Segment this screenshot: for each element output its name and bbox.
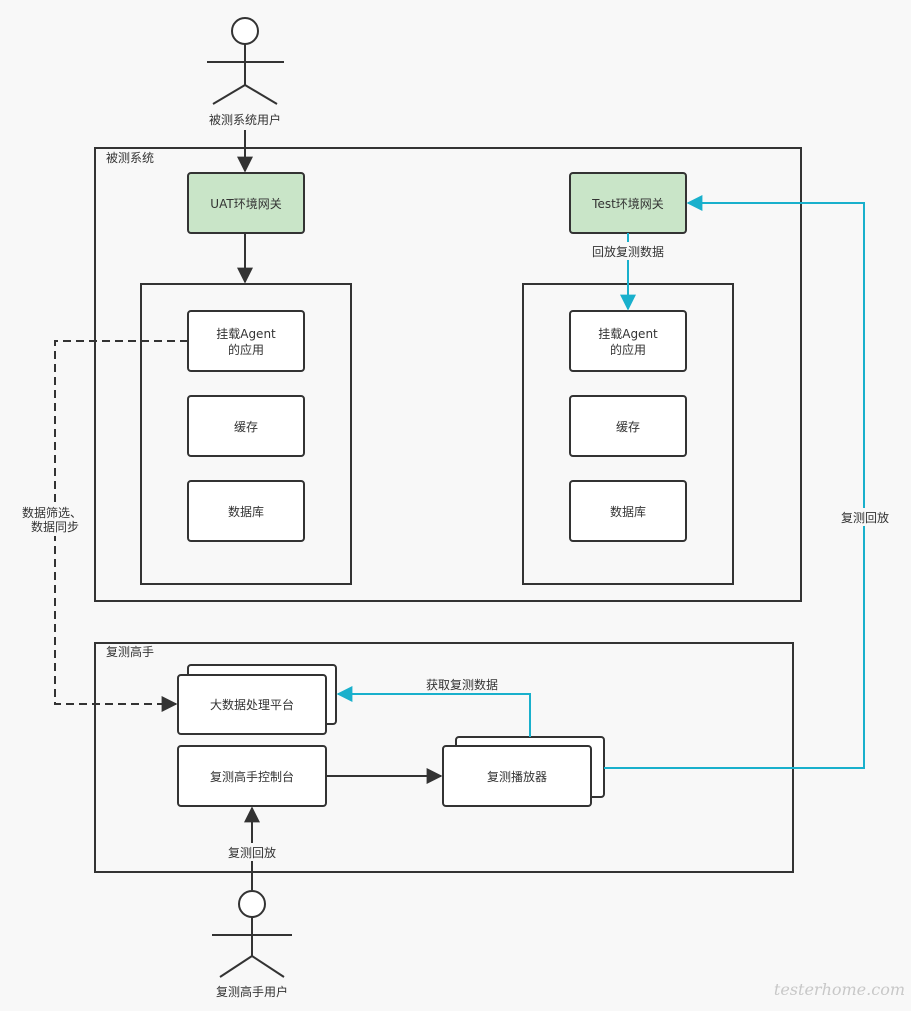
top-user-label: 被测系统用户	[209, 112, 281, 127]
right-cache-box[interactable]	[569, 395, 687, 457]
console-label: 复测高手控制台	[210, 769, 294, 784]
right-db-box[interactable]	[569, 480, 687, 542]
bigdata-label: 大数据处理平台	[210, 697, 294, 712]
right-agent-app-label-1: 挂载Agent	[598, 327, 658, 341]
left-db-label: 数据库	[228, 504, 264, 519]
bottom-user-label: 复测高手用户	[216, 984, 288, 999]
right-db-label: 数据库	[610, 504, 646, 519]
left-agent-app-box[interactable]	[187, 310, 305, 372]
playback-data-label: 回放复测数据	[592, 244, 664, 259]
uat-gateway-label: UAT环境网关	[210, 196, 281, 211]
playback-label-bg	[582, 242, 676, 260]
left-app-group	[140, 283, 352, 585]
system-container-title: 被测系统	[106, 151, 154, 165]
left-agent-app-label-1: 挂载Agent	[216, 327, 276, 341]
right-agent-app-label-2: 的应用	[610, 342, 646, 357]
replay-bottom-label-bg	[218, 843, 286, 861]
data-filter-label-1: 数据筛选、	[22, 505, 82, 520]
right-agent-app-box[interactable]	[569, 310, 687, 372]
player-box[interactable]	[442, 745, 592, 807]
right-cache-label: 缓存	[616, 420, 640, 434]
replay-bottom-label: 复测回放	[228, 845, 276, 860]
test-gateway-label: Test环境网关	[591, 196, 664, 211]
left-agent-app-label-2: 的应用	[228, 342, 264, 357]
player-label: 复测播放器	[487, 769, 547, 784]
replay-right-label-bg	[832, 508, 898, 526]
replay-master-container	[94, 642, 794, 873]
replay-right-label: 复测回放	[841, 510, 889, 525]
left-cache-label: 缓存	[234, 420, 258, 434]
top-user-actor-icon	[207, 17, 284, 105]
data-filter-label-2: 数据同步	[31, 519, 79, 534]
player-to-test-gateway-arrow	[604, 195, 865, 769]
player-to-bigdata-arrow	[336, 686, 531, 737]
watermark: testerhome.com	[774, 980, 905, 999]
data-filter-label-bg	[18, 504, 90, 536]
left-cache-box[interactable]	[187, 395, 305, 457]
fetch-data-label: 获取复测数据	[426, 677, 498, 692]
replay-master-container-title: 复测高手	[106, 644, 154, 659]
bigdata-box[interactable]	[177, 674, 327, 735]
left-db-box[interactable]	[187, 480, 305, 542]
bottom-user-actor-icon	[212, 890, 292, 978]
system-container	[94, 147, 802, 602]
